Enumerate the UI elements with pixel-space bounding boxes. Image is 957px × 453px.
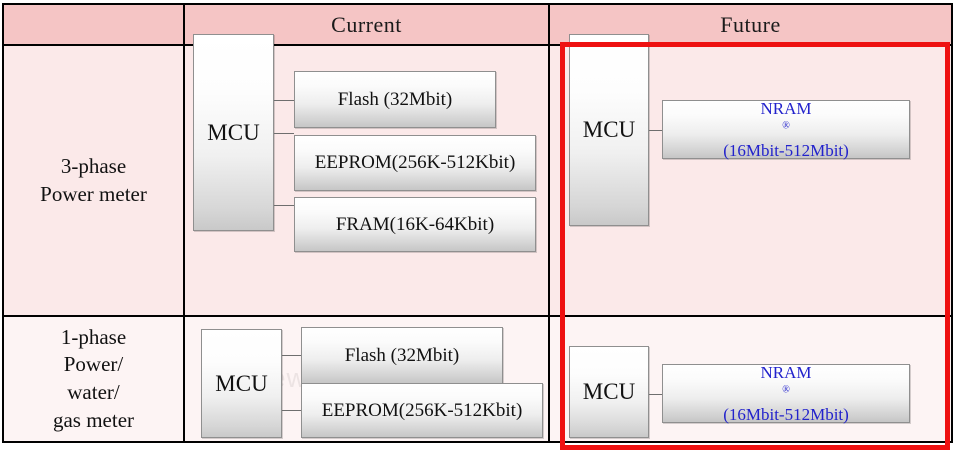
grid-line-row-divider — [4, 315, 951, 317]
connector-row1-current-2 — [274, 133, 294, 134]
mcu-label: MCU — [207, 119, 260, 145]
registered-mark: ® — [782, 120, 790, 132]
mcu-block-row1-future: MCU — [569, 34, 649, 226]
comparison-table: Current Future IIANews 3-phase Power met… — [2, 3, 953, 443]
mcu-block-row1-current: MCU — [193, 34, 274, 231]
memory-label: EEPROM(256K-512Kbit) — [321, 399, 523, 421]
mcu-label: MCU — [215, 370, 268, 396]
row-label-line: Power meter — [40, 181, 147, 206]
connector-row1-current-1 — [274, 100, 294, 101]
header-label-future: Future — [720, 11, 781, 37]
memory-label: NRAM® (16Mbit-512Mbit) — [723, 362, 849, 426]
mcu-label: MCU — [582, 379, 636, 404]
row-label-line: 1-phase — [60, 324, 127, 349]
row-label-line: gas meter — [52, 407, 135, 432]
nram-capacity-line: (16Mbit-512Mbit) — [723, 405, 849, 425]
memory-block-flash-row2: Flash (32Mbit) — [301, 327, 503, 384]
grid-line-header-bottom — [4, 44, 951, 46]
connector-row2-future-1 — [649, 394, 663, 395]
memory-label: NRAM® (16Mbit-512Mbit) — [723, 98, 849, 162]
memory-block-eeprom-row1: EEPROM(256K-512Kbit) — [294, 135, 536, 191]
row-label-line: 3-phase — [60, 153, 127, 178]
memory-block-flash-row1: Flash (32Mbit) — [294, 71, 496, 128]
memory-label: FRAM(16K-64Kbit) — [335, 213, 495, 235]
header-label-current: Current — [331, 11, 402, 37]
nram-name-line: NRAM® — [760, 98, 812, 132]
grid-line-col1 — [183, 5, 185, 441]
connector-row2-current-2 — [282, 410, 301, 411]
memory-block-eeprom-row2: EEPROM(256K-512Kbit) — [301, 383, 543, 438]
registered-mark: ® — [782, 384, 790, 396]
connector-row1-current-3 — [274, 205, 294, 206]
connector-row2-current-1 — [282, 355, 301, 356]
mcu-block-row2-future: MCU — [569, 346, 649, 438]
row-label-line: Power/ — [63, 352, 124, 377]
memory-block-fram-row1: FRAM(16K-64Kbit) — [294, 197, 536, 252]
nram-name-line: NRAM® — [760, 362, 812, 396]
row-label-one-phase: 1-phase Power/ water/ gas meter — [4, 317, 183, 441]
cell-row1-application — [4, 46, 183, 315]
memory-label: EEPROM(256K-512Kbit) — [314, 152, 516, 173]
connector-row1-future-1 — [649, 130, 663, 131]
mcu-block-row2-current: MCU — [201, 329, 282, 438]
nram-capacity-line: (16Mbit-512Mbit) — [723, 141, 849, 161]
cell-row2-application — [4, 317, 183, 441]
header-cell-application — [4, 5, 183, 44]
row-label-three-phase: 3-phase Power meter — [4, 46, 183, 315]
mcu-label: MCU — [582, 117, 636, 142]
row-label-line: water/ — [67, 380, 120, 404]
memory-block-nram-row1: NRAM® (16Mbit-512Mbit) — [662, 98, 910, 162]
grid-line-col2 — [548, 5, 550, 441]
memory-label: Flash (32Mbit) — [344, 344, 460, 366]
memory-block-nram-row2: NRAM® (16Mbit-512Mbit) — [662, 362, 910, 426]
memory-label: Flash (32Mbit) — [337, 88, 453, 110]
